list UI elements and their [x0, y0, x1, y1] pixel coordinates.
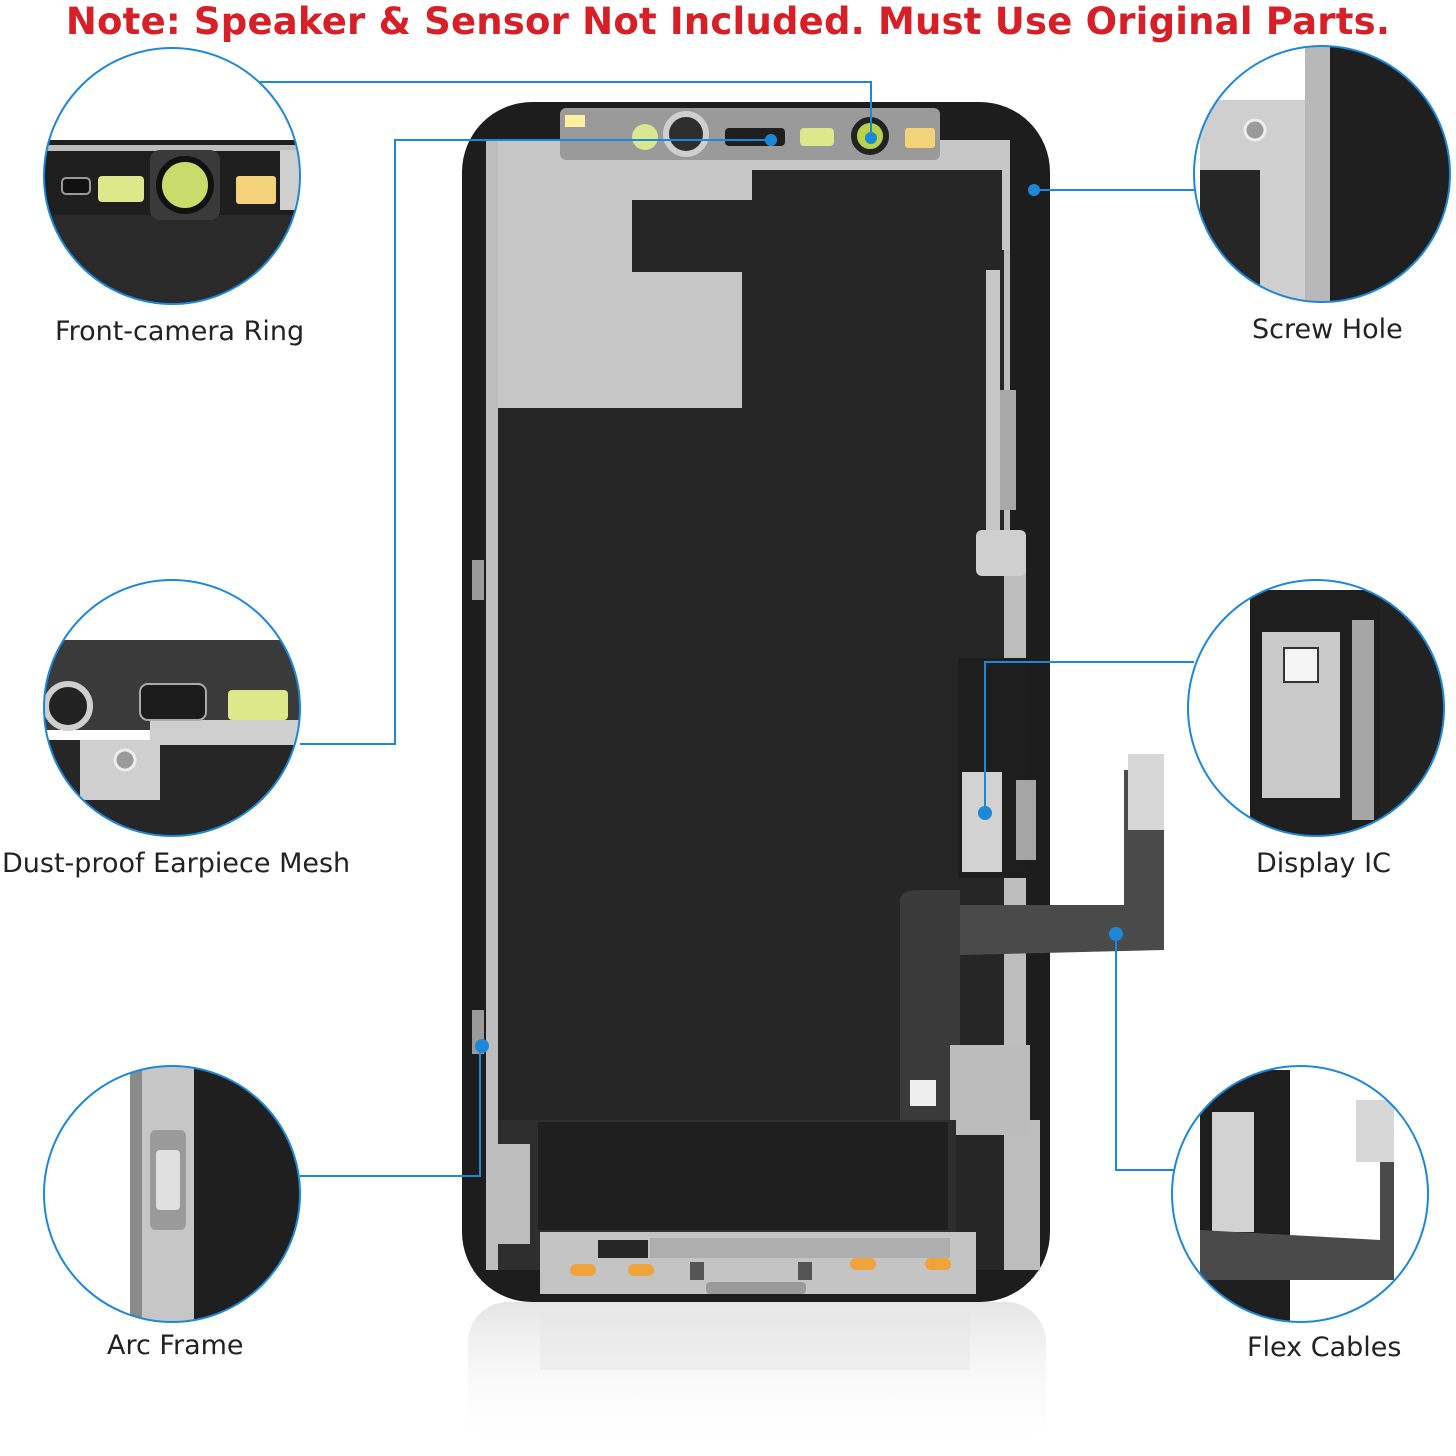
front-camera-ring-line	[260, 81, 872, 134]
label-flex-cables: Flex Cables	[1247, 1332, 1402, 1363]
callout-lines	[260, 81, 1194, 1177]
flex-cables-line	[1115, 934, 1190, 1171]
dot-arc-frame	[475, 1039, 489, 1053]
dot-screw-hole	[1028, 184, 1040, 196]
dot-front-camera	[865, 132, 877, 144]
zoom-flex-cables	[1171, 1065, 1429, 1323]
note-banner: Note: Speaker & Sensor Not Included. Mus…	[65, 0, 1391, 43]
zoom-arc-frame	[43, 1065, 301, 1323]
zoom-dust-proof-mesh	[43, 579, 301, 837]
label-screw-hole: Screw Hole	[1252, 314, 1403, 345]
arc-frame-line	[300, 1046, 481, 1177]
label-display-ic: Display IC	[1256, 848, 1391, 879]
dot-dust-mesh	[765, 134, 777, 146]
zoom-screw-hole	[1193, 45, 1451, 303]
lcd-assembly	[462, 102, 1164, 1302]
zoom-front-camera-ring	[43, 47, 301, 305]
label-front-camera-ring: Front-camera Ring	[55, 316, 305, 347]
zoom-display-ic	[1187, 579, 1445, 837]
dot-flex-cables	[1109, 927, 1123, 941]
label-dust-proof-mesh: Dust-proof Earpiece Mesh	[2, 848, 351, 879]
dust-mesh-line	[300, 139, 770, 745]
screen-reflection	[468, 1302, 1046, 1456]
dot-display-ic	[978, 806, 992, 820]
label-arc-frame: Arc Frame	[107, 1330, 244, 1361]
callout-dots	[475, 132, 1123, 1053]
display-ic-line	[984, 661, 1194, 812]
